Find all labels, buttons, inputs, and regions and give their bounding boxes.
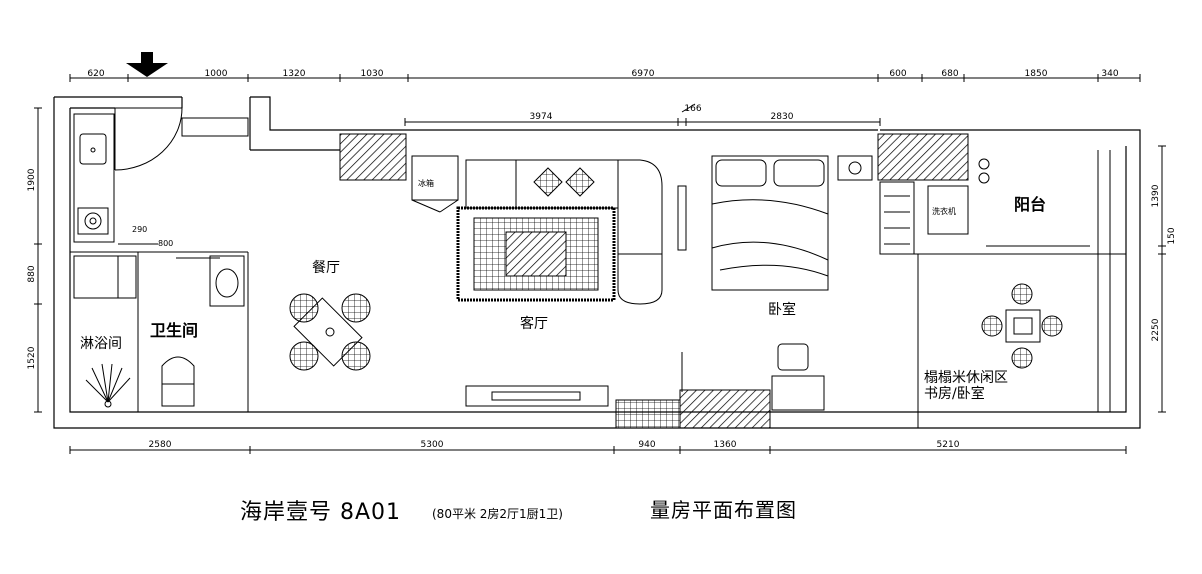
tv-cabinet (465, 385, 609, 407)
label-shower: 淋浴间 (80, 336, 122, 352)
dim-right-3: 2250 (1151, 318, 1161, 341)
dim-bottom-4: 1360 (714, 440, 737, 450)
bed (711, 155, 873, 291)
column-left (339, 133, 407, 181)
sofa (465, 159, 663, 305)
label-dining: 餐厅 (312, 260, 340, 276)
dim-bottom-5: 5210 (937, 440, 960, 450)
dining-table (289, 293, 371, 371)
desk (771, 343, 825, 411)
dim-left-3: 1520 (27, 346, 37, 369)
label-leisure-1: 榻榻米休闲区 (924, 370, 1008, 386)
dim-left-2: 880 (27, 265, 37, 282)
dim-top-1: 620 (87, 69, 104, 79)
dim-right-2: 150 (1167, 227, 1177, 244)
fridge (411, 155, 459, 213)
dim-bath-1: 290 (132, 225, 147, 234)
column-right (877, 133, 969, 181)
dim-inner-2: 166 (684, 104, 701, 114)
label-balcony: 阳台 (1014, 195, 1046, 214)
tea-table (981, 283, 1063, 369)
dim-bottom-3: 940 (638, 440, 655, 450)
column-bottom (679, 389, 771, 429)
dim-left-1: 1900 (27, 168, 37, 191)
label-bedroom: 卧室 (768, 301, 796, 318)
dim-right-1: 1390 (1151, 184, 1161, 207)
inner-dimension-line (404, 103, 881, 126)
entrance-door (114, 107, 183, 171)
bottom-dimension-line (69, 446, 1127, 454)
dim-top-7: 680 (941, 69, 958, 79)
kitchen-counter (73, 113, 115, 243)
shoe-rack (615, 399, 681, 429)
dim-inner-1: 3974 (530, 112, 553, 122)
label-living: 客厅 (520, 315, 548, 332)
dim-top-9: 340 (1101, 69, 1118, 79)
plan-title: 海岸壹号 8A01 (240, 500, 402, 525)
shoe-cabinet (181, 117, 249, 137)
bathroom-walls (70, 243, 249, 412)
dim-top-8: 1850 (1025, 69, 1048, 79)
dim-bottom-1: 2580 (149, 440, 172, 450)
label-washer: 洗衣机 (932, 206, 956, 216)
label-fridge: 冰箱 (418, 178, 434, 188)
entry-arrow-icon (126, 52, 168, 77)
dim-inner-3: 2830 (771, 112, 794, 122)
label-bathroom: 卫生间 (150, 321, 198, 340)
dim-top-4: 1030 (361, 69, 384, 79)
left-dimension-line (34, 107, 42, 413)
plan-subtitle: (80平米 2房2厅1厨1卫) (432, 507, 563, 521)
dim-bottom-2: 5300 (421, 440, 444, 450)
dim-top-5: 6970 (632, 69, 655, 79)
tv (491, 391, 581, 401)
plan-title-suffix: 量房平面布置图 (650, 498, 797, 522)
washing-machine (927, 158, 990, 235)
outer-walls (53, 96, 1141, 429)
wardrobe (879, 150, 1126, 428)
dim-top-3: 1320 (283, 69, 306, 79)
dim-top-2: 1000 (205, 69, 228, 79)
dim-bath-2: 800 (158, 239, 173, 248)
label-leisure-2: 书房/卧室 (924, 385, 985, 402)
top-dimension-labels: 620 1000 1320 1030 6970 600 680 1850 340 (87, 69, 1118, 79)
rug (456, 206, 616, 302)
dim-top-6: 600 (889, 69, 906, 79)
shower-head-icon (85, 363, 131, 408)
top-dimension-line (69, 74, 1141, 82)
right-dimension-line (1158, 145, 1166, 413)
partition-screen (677, 185, 687, 251)
